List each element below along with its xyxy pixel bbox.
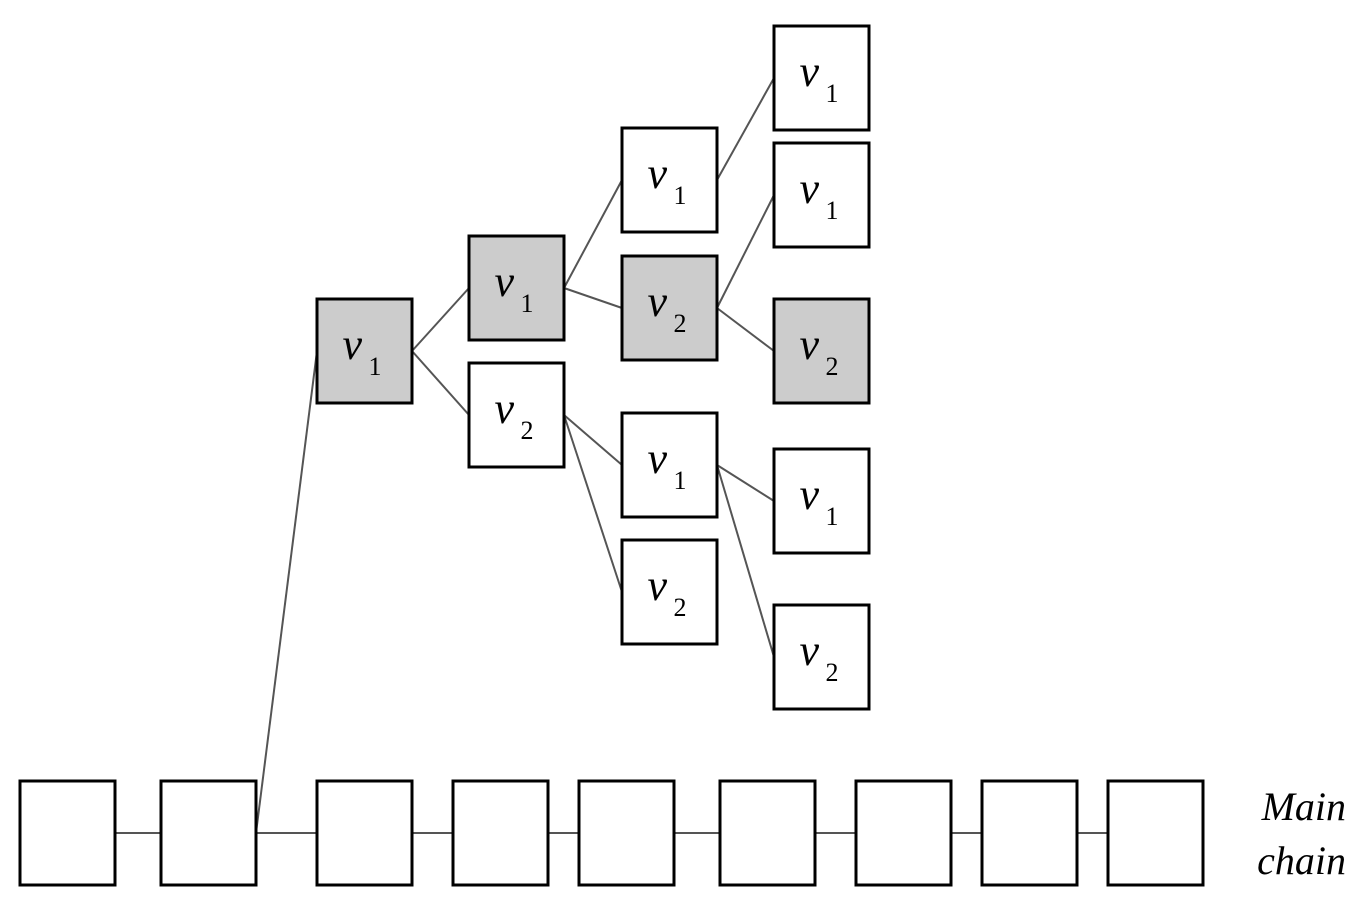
block-variable: v	[648, 277, 668, 326]
block-variable: v	[800, 626, 820, 675]
edge-c2-d2	[716, 194, 775, 309]
block-box	[315, 779, 414, 887]
main-chain-block	[451, 779, 550, 887]
block-variable: v	[495, 257, 515, 306]
block-subscript: 1	[674, 466, 687, 495]
edge-b1-c2	[563, 287, 623, 309]
block-variable: v	[648, 434, 668, 483]
main-chain-block	[18, 779, 117, 887]
block-subscript: 1	[521, 289, 534, 318]
block-subscript: 1	[369, 352, 382, 381]
block-box	[772, 24, 871, 132]
block-box	[620, 538, 719, 646]
edge-c3-d5	[716, 464, 775, 658]
block-box	[18, 779, 117, 887]
main-chain-block	[854, 779, 953, 887]
block-box	[980, 779, 1079, 887]
edge-b2-c4	[563, 414, 623, 593]
block-subscript: 1	[826, 502, 839, 531]
edge-a-b2	[411, 350, 470, 416]
block-subscript: 2	[521, 416, 534, 445]
edges	[115, 77, 1108, 834]
block-variable: v	[648, 561, 668, 610]
block-box	[1106, 779, 1205, 887]
block-box	[620, 411, 719, 519]
block-subscript: 2	[826, 658, 839, 687]
block-variable: v	[648, 149, 668, 198]
main-chain-block	[718, 779, 817, 887]
edge-b2-c3	[563, 414, 623, 466]
edge-b1-c1	[563, 179, 623, 289]
block-variable: v	[800, 470, 820, 519]
block-box	[854, 779, 953, 887]
main-chain-label-line2: chain	[1257, 838, 1346, 883]
block-box	[620, 254, 719, 362]
edge-a-b1	[411, 287, 470, 352]
edge-c2-d3	[716, 307, 775, 352]
block-subscript: 1	[826, 79, 839, 108]
block-box	[718, 779, 817, 887]
block-subscript: 2	[674, 309, 687, 338]
block-box	[451, 779, 550, 887]
edge-m2-a	[255, 350, 318, 834]
block-variable: v	[800, 320, 820, 369]
block-subscript: 1	[674, 181, 687, 210]
block-box	[772, 447, 871, 555]
block-box	[772, 297, 871, 405]
block-box	[577, 779, 676, 887]
block-variable: v	[495, 384, 515, 433]
block-variable: v	[800, 47, 820, 96]
main-chain-block	[159, 779, 258, 887]
edge-c3-d4	[716, 464, 775, 502]
block-box	[159, 779, 258, 887]
main-chain-block	[577, 779, 676, 887]
block-variable: v	[343, 320, 363, 369]
block-subscript: 1	[826, 196, 839, 225]
block-box	[467, 234, 566, 342]
block-subscript: 2	[826, 352, 839, 381]
block-box	[772, 603, 871, 711]
block-box	[467, 361, 566, 469]
block-box	[620, 126, 719, 234]
main-chain-block	[980, 779, 1079, 887]
block-box	[315, 297, 414, 405]
block-variable: v	[800, 164, 820, 213]
main-chain-label-line1: Main	[1261, 784, 1346, 829]
main-chain-block	[1106, 779, 1205, 887]
block-subscript: 2	[674, 593, 687, 622]
main-chain-block	[315, 779, 414, 887]
block-box	[772, 141, 871, 249]
edge-c1-d1	[716, 77, 775, 181]
